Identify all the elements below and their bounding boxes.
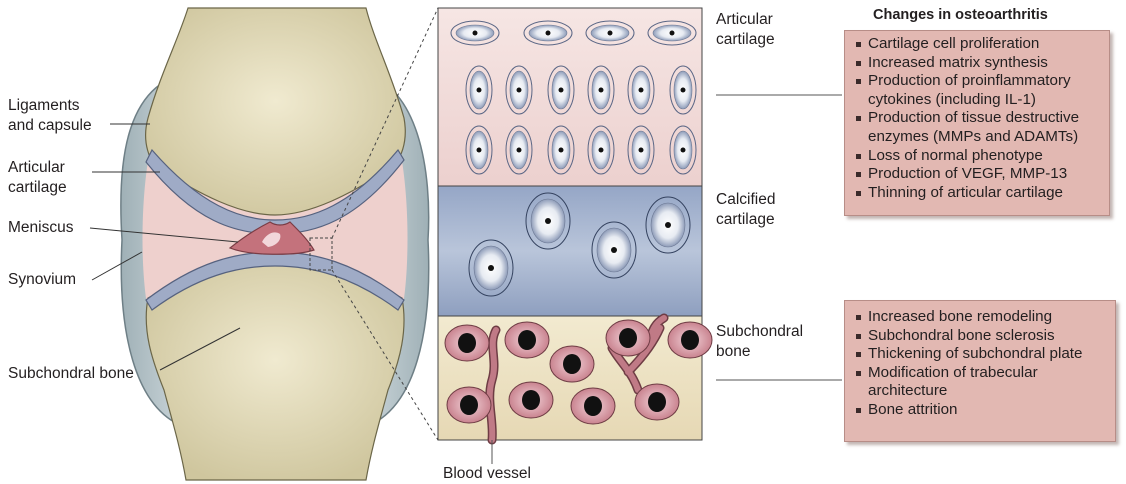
zone-label-articular-line1: Articular: [716, 10, 775, 30]
bone-change-item: Thickening of subchondral plate: [851, 345, 1111, 364]
cartilage-change-item: Production of VEGF, MMP-13: [851, 165, 1105, 184]
label-ligaments-line1: Ligaments: [8, 96, 92, 116]
label-articular-cartilage: Articular cartilage: [8, 158, 67, 198]
osteocyte: [668, 322, 712, 358]
label-articular-line1: Articular: [8, 158, 67, 178]
zone-label-calcified-line1: Calcified: [716, 190, 775, 210]
tissue-zones: [438, 8, 842, 464]
zone-label-articular-line2: cartilage: [716, 30, 775, 50]
osteocyte: [505, 322, 549, 358]
zone-label-calcified: Calcified cartilage: [716, 190, 775, 230]
chondrocyte: [628, 66, 654, 114]
zone-label-subchondral-line1: Subchondral: [716, 322, 803, 342]
zone-label-calcified-line2: cartilage: [716, 210, 775, 230]
chondrocyte: [548, 66, 574, 114]
bone-change-item: Bone attrition: [851, 401, 1111, 420]
osteocyte: [635, 384, 679, 420]
label-ligaments-line2: and capsule: [8, 116, 92, 136]
label-synovium: Synovium: [8, 270, 76, 290]
cartilage-change-item: Production of proinflammatory cytokines …: [851, 72, 1105, 109]
chondrocyte: [506, 126, 532, 174]
zone-label-subchondral: Subchondral bone: [716, 322, 803, 362]
chondrocyte: [628, 126, 654, 174]
calcified-chondrocyte: [646, 197, 690, 253]
label-subchondral-bone: Subchondral bone: [8, 364, 134, 384]
chondrocyte: [466, 126, 492, 174]
chondrocyte: [588, 66, 614, 114]
osteocyte: [606, 320, 650, 356]
label-blood-vessel: Blood vessel: [443, 464, 531, 484]
label-articular-line2: cartilage: [8, 178, 67, 198]
bone-change-item: Modification of trabecular architecture: [851, 364, 1111, 401]
cartilage-change-item: Thinning of articular cartilage: [851, 184, 1105, 203]
cartilage-change-item: Cartilage cell proliferation: [851, 35, 1105, 54]
calcified-chondrocyte: [526, 193, 570, 249]
zone-label-subchondral-line2: bone: [716, 342, 803, 362]
cartilage-change-item: Loss of normal phenotype: [851, 147, 1105, 166]
label-ligaments: Ligaments and capsule: [8, 96, 92, 136]
osteocyte: [571, 388, 615, 424]
calcified-chondrocyte: [469, 240, 513, 296]
zone-label-articular: Articular cartilage: [716, 10, 775, 50]
chondrocyte: [466, 66, 492, 114]
changes-title: Changes in osteoarthritis: [873, 7, 1048, 23]
label-meniscus: Meniscus: [8, 218, 73, 238]
osteocyte: [445, 325, 489, 361]
chondrocyte: [588, 126, 614, 174]
osteocyte: [550, 346, 594, 382]
chondrocyte: [670, 126, 696, 174]
cartilage-change-item: Production of tissue destructive enzymes…: [851, 109, 1105, 146]
chondrocyte: [506, 66, 532, 114]
bone-change-item: Increased bone remodeling: [851, 308, 1111, 327]
lower-bone: [146, 262, 404, 480]
joint-illustration: [90, 8, 438, 480]
bone-change-item: Subchondral bone sclerosis: [851, 327, 1111, 346]
chondrocyte: [548, 126, 574, 174]
chondrocyte: [670, 66, 696, 114]
calcified-chondrocyte: [592, 222, 636, 278]
cartilage-change-item: Increased matrix synthesis: [851, 54, 1105, 73]
osteocyte: [447, 387, 491, 423]
osteocyte: [509, 382, 553, 418]
